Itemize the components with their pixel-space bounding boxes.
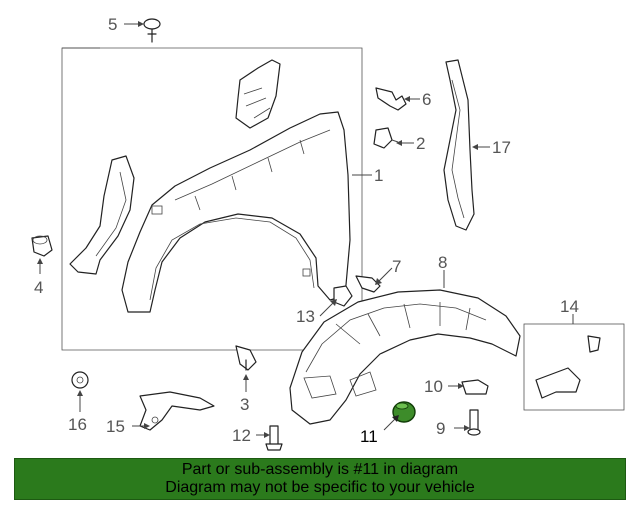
flap-part-14[interactable]	[535, 335, 601, 399]
callout-12: 12	[232, 426, 251, 445]
bolt-part-3[interactable]	[235, 345, 257, 371]
notice-line-2: Diagram may not be specific to your vehi…	[165, 479, 475, 496]
cap-part-4[interactable]	[31, 235, 53, 257]
fender-part[interactable]	[121, 111, 351, 313]
part-notice-banner: Part or sub-assembly is #11 in diagram D…	[14, 458, 626, 500]
callout-15: 15	[106, 417, 125, 436]
callout-14: 14	[560, 297, 579, 316]
callout-3: 3	[240, 395, 249, 414]
callout-13: 13	[296, 307, 315, 326]
callout-2: 2	[416, 134, 425, 153]
callout-7: 7	[392, 257, 401, 276]
callout-5: 5	[108, 15, 117, 34]
callout-6: 6	[422, 90, 431, 109]
screw-part-7[interactable]	[355, 275, 381, 293]
callout-11-highlighted: 11	[360, 427, 378, 446]
callout-10: 10	[424, 377, 443, 396]
fender-liner-part-8[interactable]	[289, 289, 521, 425]
callout-1: 1	[374, 166, 383, 185]
callout-4: 4	[34, 278, 43, 297]
bracket-part-15[interactable]	[139, 391, 215, 431]
callout-16: 16	[68, 415, 87, 434]
notice-line-1: Part or sub-assembly is #11 in diagram	[181, 461, 459, 478]
group-box-14	[523, 323, 625, 411]
clip-part-10[interactable]	[461, 379, 489, 395]
pin-part-5[interactable]	[143, 18, 161, 43]
shield-part-17[interactable]	[443, 59, 475, 231]
bolt-part-6[interactable]	[375, 87, 407, 111]
grommet-part-16[interactable]	[71, 371, 89, 389]
callout-9: 9	[436, 419, 445, 438]
clip-part-2[interactable]	[373, 127, 399, 149]
callout-8: 8	[438, 253, 447, 272]
pin-part-9[interactable]	[467, 409, 481, 436]
clip-part-13[interactable]	[333, 285, 353, 307]
callout-17: 17	[492, 138, 511, 157]
clip-part-11-highlighted[interactable]	[392, 401, 416, 423]
fender-upper-bracket	[235, 59, 281, 129]
leader-lines	[37, 21, 574, 438]
fender-side-bracket	[69, 155, 135, 275]
stud-part-12[interactable]	[265, 425, 283, 451]
